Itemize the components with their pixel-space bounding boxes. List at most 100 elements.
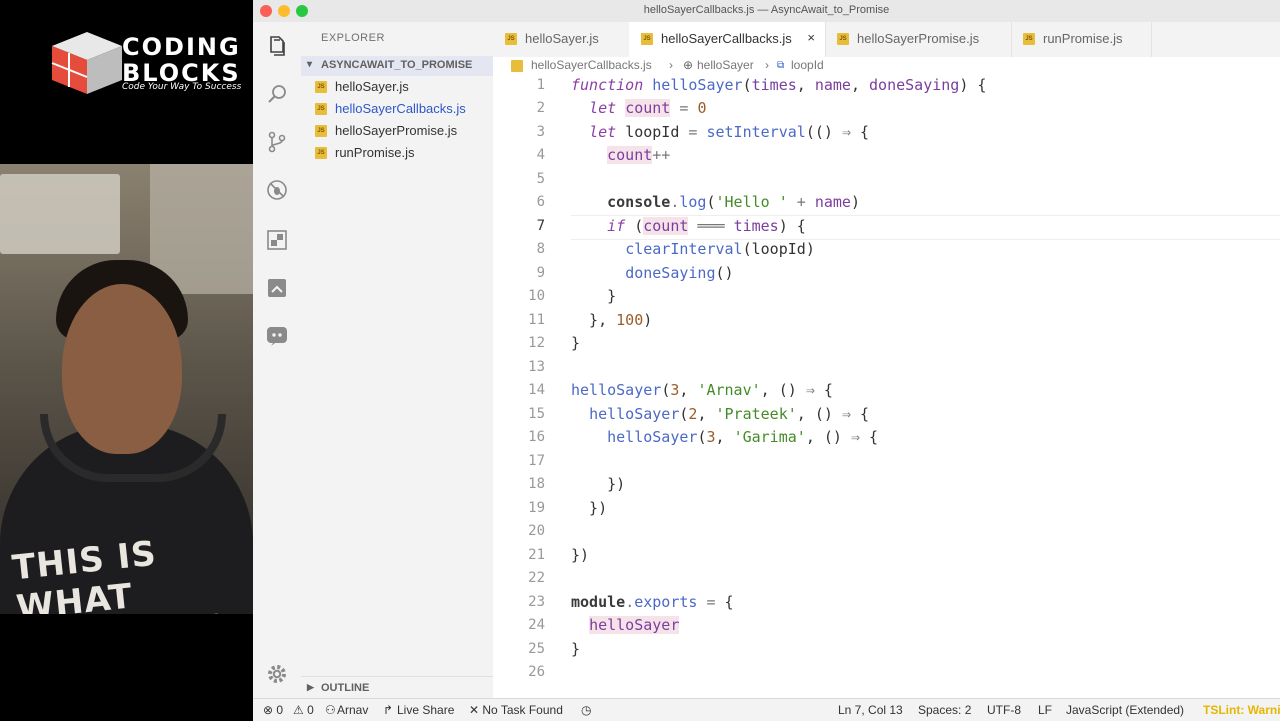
code-line-1[interactable]: function helloSayer(times, name, doneSay…: [571, 76, 986, 94]
cube-logo-icon: [51, 32, 122, 94]
code-token: ++: [652, 146, 671, 164]
code-line-10[interactable]: }: [571, 287, 616, 305]
code-token: times: [751, 76, 797, 94]
code-token: if: [607, 217, 635, 235]
code-token: , (): [760, 381, 806, 399]
cursor-position[interactable]: Ln 7, Col 13: [838, 703, 903, 717]
code-token: ,: [850, 76, 870, 94]
code-token: name: [814, 76, 851, 94]
code-token: },: [571, 311, 617, 329]
code-token: [571, 264, 625, 282]
js-file-icon: JS: [1023, 33, 1035, 45]
tasks-status[interactable]: ✕ No Task Found: [469, 703, 563, 717]
tab-label: helloSayerCallbacks.js: [661, 31, 792, 46]
outline-label: OUTLINE: [321, 682, 370, 694]
tab-hellosayerpromise[interactable]: JS helloSayerPromise.js: [825, 22, 1012, 57]
close-tab-icon[interactable]: ×: [807, 30, 815, 45]
code-line-23[interactable]: module.exports = {: [571, 593, 734, 611]
live-share-button[interactable]: Live Share: [397, 703, 455, 717]
code-token: [571, 99, 589, 117]
line-number: 6: [536, 194, 545, 210]
code-line-4[interactable]: count++: [571, 146, 670, 164]
warnings-count[interactable]: ⚠ 0: [293, 703, 314, 717]
file-item-hellosayer[interactable]: JS helloSayer.js: [301, 76, 493, 98]
extensions-icon[interactable]: [265, 228, 289, 252]
js-file-icon: JS: [315, 147, 327, 159]
search-icon[interactable]: [265, 82, 289, 106]
code-line-21[interactable]: }): [571, 546, 589, 564]
code-line-14[interactable]: helloSayer(3, 'Arnav', () ⇒ {: [571, 381, 833, 399]
indentation-setting[interactable]: Spaces: 2: [918, 703, 972, 717]
code-line-6[interactable]: console.log('Hello ' + name): [571, 193, 860, 211]
file-name: runPromise.js: [335, 145, 415, 160]
line-number: 13: [528, 359, 545, 375]
code-line-7[interactable]: if (count ═══ times) {: [571, 217, 806, 235]
brand-line-1: CODING: [122, 33, 241, 61]
file-item-runpromise[interactable]: JS runPromise.js: [301, 142, 493, 164]
tab-hellosayercallbacks[interactable]: JS helloSayerCallbacks.js ×: [629, 22, 826, 57]
code-token: }): [571, 475, 626, 493]
account-user[interactable]: Arnav: [337, 703, 369, 717]
video-overlay: CODING BLOCKS Code Your Way To Success T…: [0, 0, 253, 720]
file-item-hellosayerpromise[interactable]: JS helloSayerPromise.js: [301, 120, 493, 142]
code-token: (: [742, 76, 752, 94]
errors-count[interactable]: ⊗ 0: [263, 703, 284, 717]
code-token: [571, 217, 607, 235]
workspace-folder[interactable]: ▾ ASYNCAWAIT_TO_PROMISE: [301, 56, 493, 76]
chevron-down-icon: ▾: [307, 59, 313, 70]
code-token: ⇒: [841, 405, 851, 423]
code-line-11[interactable]: }, 100): [571, 311, 652, 329]
code-token: helloSayer: [571, 381, 662, 399]
language-mode[interactable]: JavaScript (Extended): [1066, 703, 1185, 717]
tab-runpromise[interactable]: JS runPromise.js: [1011, 22, 1152, 57]
code-token: 'Garima': [733, 428, 806, 446]
code-line-16[interactable]: helloSayer(3, 'Garima', () ⇒ {: [571, 428, 878, 446]
discord-icon[interactable]: [265, 324, 289, 348]
brand-tagline: Code Your Way To Success: [122, 82, 242, 92]
code-line-24[interactable]: helloSayer: [571, 616, 680, 634]
breadcrumb-file[interactable]: helloSayerCallbacks.js: [531, 58, 652, 72]
remote-explorer-icon[interactable]: [265, 276, 289, 300]
code-line-3[interactable]: let loopId = setInterval(() ⇒ {: [571, 123, 869, 141]
code-line-25[interactable]: }: [571, 640, 580, 658]
code-token: }: [571, 334, 581, 352]
minimize-window-button[interactable]: [278, 5, 290, 17]
tab-hellosayer[interactable]: JS helloSayer.js: [493, 22, 630, 57]
files-icon[interactable]: [265, 34, 289, 58]
line-number: 9: [536, 265, 545, 281]
code-token: exports: [634, 593, 698, 611]
line-number: 12: [528, 335, 545, 351]
breadcrumb-function[interactable]: helloSayer: [697, 58, 754, 72]
code-line-8[interactable]: clearInterval(loopId): [571, 240, 815, 258]
person-icon: ⚇: [325, 703, 336, 717]
code-line-15[interactable]: helloSayer(2, 'Prateek', () ⇒ {: [571, 405, 869, 423]
debug-icon[interactable]: [265, 178, 289, 202]
code-editor[interactable]: 1 2 3 4 5 6 7 8 9 10 11 12 13 14 15 16 1…: [493, 75, 1280, 698]
source-control-icon[interactable]: [265, 130, 289, 154]
code-line-2[interactable]: let count = 0: [571, 99, 706, 117]
code-line-9[interactable]: doneSaying(): [571, 264, 733, 282]
code-token: .: [670, 193, 680, 211]
line-number: 11: [528, 312, 545, 328]
js-file-icon: JS: [315, 81, 327, 93]
code-line-12[interactable]: }: [571, 334, 580, 352]
code-token: {: [850, 123, 870, 141]
title-bar: helloSayerCallbacks.js — AsyncAwait_to_P…: [253, 0, 1280, 23]
outline-section[interactable]: ▶ OUTLINE: [301, 676, 493, 699]
close-window-button[interactable]: [260, 5, 272, 17]
code-token: ,: [715, 428, 734, 446]
encoding-setting[interactable]: UTF-8: [987, 703, 1021, 717]
tslint-status[interactable]: TSLint: Warni: [1203, 703, 1280, 717]
file-item-hellosayercallbacks[interactable]: JS helloSayerCallbacks.js: [301, 98, 493, 120]
eol-setting[interactable]: LF: [1038, 703, 1053, 717]
breadcrumb-variable[interactable]: loopId: [791, 58, 824, 72]
code-line-19[interactable]: }): [571, 499, 607, 517]
gear-icon[interactable]: [265, 662, 289, 686]
status-bar: ⊗ 0 ⚠ 0 ⚇ Arnav ↱ Live Share ✕ No Task F…: [253, 698, 1280, 721]
maximize-window-button[interactable]: [296, 5, 308, 17]
window-controls: [260, 5, 314, 20]
history-icon[interactable]: ◷: [581, 703, 592, 717]
code-line-18[interactable]: }): [571, 475, 625, 493]
code-token: helloSayer: [607, 428, 698, 446]
code-token: ⇒: [841, 123, 851, 141]
